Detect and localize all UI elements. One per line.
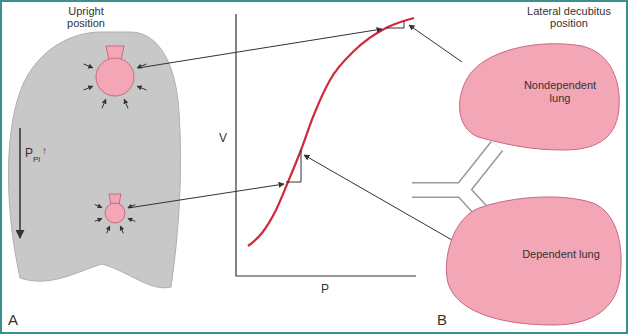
dependent-lung: Dependent lung	[443, 188, 625, 328]
pressure-arrow	[95, 218, 102, 221]
axis-label: V	[219, 132, 227, 145]
pressure-arrow	[124, 99, 128, 108]
pointer-arrow	[409, 25, 462, 62]
pressure-symbol: P	[25, 147, 33, 160]
lung-label: Dependent lung	[511, 248, 611, 261]
thorax	[8, 32, 180, 288]
upper-alveolus	[96, 58, 134, 96]
gradient-arrow	[19, 128, 21, 238]
axes	[236, 14, 416, 276]
position-title: Upright position	[50, 5, 122, 29]
pressure-arrows	[84, 64, 147, 233]
pointer-arrow	[138, 29, 382, 68]
pressure-subscript: Pl	[33, 156, 40, 165]
panel-letter: B	[437, 312, 447, 329]
pressure-arrow	[137, 86, 146, 90]
pointer-arrow	[128, 184, 284, 208]
panel-letter: A	[8, 312, 18, 329]
pressure-arrow	[95, 205, 102, 208]
position-title: Lateral decubitus position	[518, 5, 620, 29]
pressure-arrow	[120, 226, 123, 233]
lower-alveolus	[105, 203, 125, 223]
nondependent-lung: Nondependent lung	[452, 38, 622, 153]
step-lower	[286, 150, 301, 182]
pressure-arrow	[102, 99, 106, 108]
pressure-arrow	[84, 86, 93, 90]
lung-outline	[452, 38, 622, 153]
lung-shape	[446, 197, 621, 325]
compliance-curve	[248, 18, 414, 246]
pressure-arrow	[128, 218, 135, 221]
step-upper	[386, 21, 404, 28]
pressure-arrow	[107, 226, 110, 233]
pressure-arrow	[84, 64, 93, 68]
axis-label: P	[321, 283, 329, 296]
lung-label: Nondependent lung	[512, 79, 608, 104]
increase-arrow: ↑	[42, 145, 47, 156]
lung-shape	[460, 44, 620, 150]
